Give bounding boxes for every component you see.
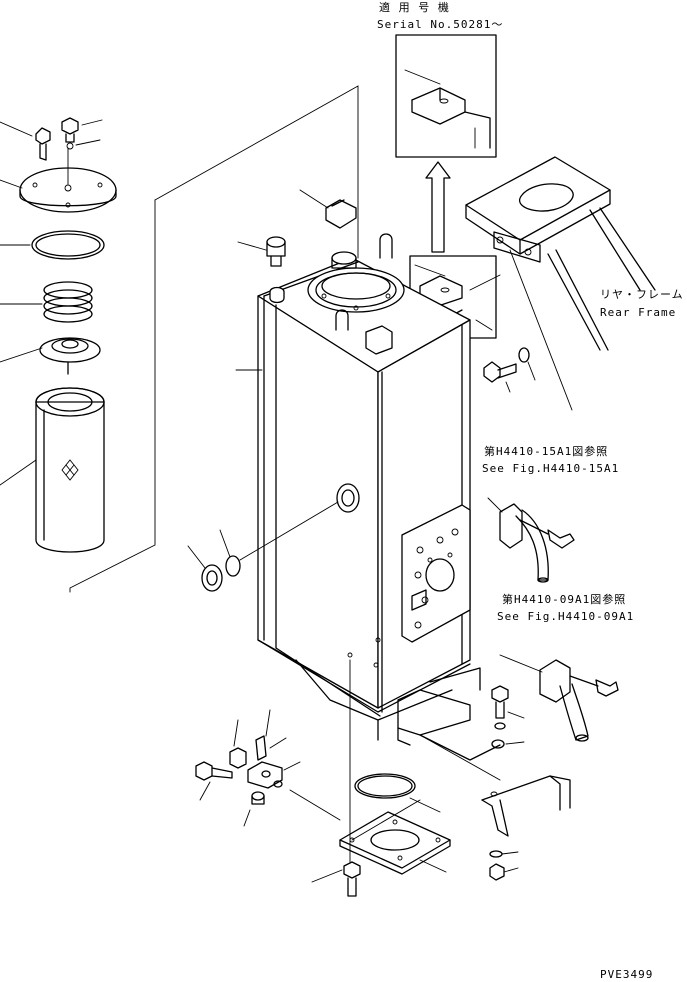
bolt-and-washer [483,347,536,393]
support-bracket [419,734,571,881]
filter-stack [0,117,117,553]
reference-2-en: See Fig.H4410-09A1 [497,610,634,623]
rear-frame-label-jp: リヤ・フレーム [600,288,684,301]
upgrade-arrow [425,161,451,253]
top-fittings [235,189,357,371]
return-pipe-lower [499,654,619,742]
serial-inset-box [395,34,497,158]
rear-frame-label-en: Rear Frame [600,306,676,319]
drawing-code: PVE3499 [600,968,653,981]
drain-assembly [195,659,451,897]
hydraulic-tank [257,233,501,761]
serial-number: Serial No.50281～ [377,18,503,31]
sight-gauge-parts [187,501,339,592]
assembly-outline-top [154,85,359,259]
rear-frame [465,156,656,411]
assembly-outline-left [69,199,156,593]
mounting-bolts-right [491,685,525,749]
reference-1-jp: 第H4410-15A1図参照 [484,444,608,458]
reference-1-en: See Fig.H4410-15A1 [482,462,619,475]
reference-2-jp: 第H4410-09A1図参照 [502,592,626,606]
serial-heading: 適 用 号 機 [379,0,450,14]
return-pipe-upper [487,497,575,583]
